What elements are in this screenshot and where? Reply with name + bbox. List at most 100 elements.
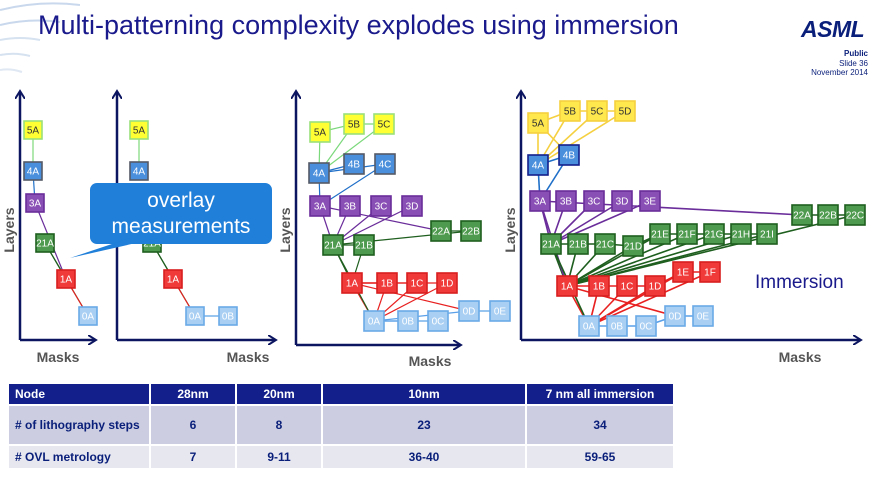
svg-text:0A: 0A [82, 312, 95, 323]
node-21H: 21H [730, 223, 752, 245]
node-5A: 5A [309, 121, 331, 143]
cell: 34 [525, 404, 675, 446]
svg-text:21E: 21E [651, 230, 669, 241]
lithography-table: Node 28nm 20nm 10nm 7 nm all immersion #… [7, 382, 675, 470]
edge-5C-4A [318, 123, 385, 174]
node-5A: 5A [527, 112, 549, 134]
svg-text:1C: 1C [411, 279, 424, 290]
x-axis-label: Masks [409, 353, 452, 369]
classification-label: Public [843, 49, 868, 58]
svg-text:22B: 22B [462, 227, 480, 238]
node-4C: 4C [374, 153, 396, 175]
node-21B: 21B [353, 234, 375, 256]
svg-text:0C: 0C [432, 317, 445, 328]
callout-line-2: measurements [111, 215, 251, 238]
node-0C: 0C [427, 310, 449, 332]
slide-number: Slide 36 [839, 59, 868, 68]
node-5C: 5C [373, 113, 395, 135]
node-22B: 22B [460, 220, 482, 242]
x-axis-label: Masks [37, 349, 80, 365]
y-axis-label: Layers [1, 207, 17, 252]
node-0B: 0B [397, 310, 419, 332]
node-4B: 4B [558, 144, 580, 166]
node-0B: 0B [606, 315, 628, 337]
edge-1A-0D [566, 285, 676, 317]
svg-text:1D: 1D [649, 282, 662, 293]
table-header-row: Node 28nm 20nm 10nm 7 nm all immersion [7, 382, 675, 406]
svg-text:3C: 3C [375, 202, 388, 213]
header-28nm: 28nm [149, 382, 237, 406]
node-3B: 3B [339, 195, 361, 217]
slide-title: Multi-patterning complexity explodes usi… [38, 10, 679, 40]
svg-text:3D: 3D [406, 202, 419, 213]
y-axis-label: Layers [277, 207, 293, 252]
node-1A: 1A [556, 275, 578, 297]
svg-text:0B: 0B [611, 322, 624, 333]
svg-text:22A: 22A [793, 211, 811, 222]
node-3A: 3A [25, 193, 45, 213]
node-0E: 0E [489, 300, 511, 322]
svg-text:0E: 0E [494, 307, 507, 318]
svg-text:21I: 21I [760, 230, 774, 241]
svg-text:4A: 4A [313, 169, 326, 180]
node-21A: 21A [322, 234, 344, 256]
svg-text:4A: 4A [27, 167, 40, 178]
node-21F: 21F [676, 223, 698, 245]
y-axis-label: Layers [502, 207, 518, 252]
svg-text:21B: 21B [355, 241, 373, 252]
svg-text:4A: 4A [532, 161, 545, 172]
node-1B: 1B [588, 275, 610, 297]
header-node: Node [7, 382, 151, 406]
svg-text:4B: 4B [563, 151, 576, 162]
node-1A: 1A [341, 272, 363, 294]
node-3C: 3C [370, 195, 392, 217]
node-3A: 3A [529, 190, 551, 212]
node-21A: 21A [35, 233, 55, 253]
svg-text:3D: 3D [616, 197, 629, 208]
svg-text:21D: 21D [624, 242, 642, 253]
cell: 6 [149, 404, 237, 446]
node-0A: 0A [578, 315, 600, 337]
overlay-measurements-callout: overlay measurements [90, 183, 272, 244]
node-1D: 1D [644, 275, 666, 297]
node-5D: 5D [614, 100, 636, 122]
svg-text:21A: 21A [542, 240, 560, 251]
decorative-swoosh [0, 2, 80, 73]
svg-text:5C: 5C [591, 107, 604, 118]
svg-text:1B: 1B [593, 282, 606, 293]
svg-text:21F: 21F [678, 230, 695, 241]
node-22B: 22B [817, 204, 839, 226]
svg-text:0C: 0C [640, 322, 653, 333]
svg-text:21C: 21C [596, 240, 614, 251]
node-4A: 4A [527, 154, 549, 176]
node-3D: 3D [611, 190, 633, 212]
header-20nm: 20nm [235, 382, 323, 406]
svg-text:1C: 1C [621, 282, 634, 293]
node-1E: 1E [672, 261, 694, 283]
svg-text:5A: 5A [133, 126, 146, 137]
edge-3A-22A [539, 200, 803, 216]
node-21B: 21B [567, 233, 589, 255]
svg-text:3B: 3B [344, 202, 357, 213]
node-22A: 22A [430, 220, 452, 242]
node-22C: 22C [844, 204, 866, 226]
callout-pointer [70, 238, 158, 258]
asml-logo: ASML [801, 16, 865, 42]
node-1A: 1A [163, 269, 183, 289]
svg-text:5A: 5A [314, 128, 327, 139]
cell: 23 [321, 404, 527, 446]
cell: 59-65 [525, 444, 675, 470]
node-3A: 3A [309, 195, 331, 217]
svg-text:1E: 1E [677, 268, 690, 279]
table-row: # of lithography steps 6 8 23 34 [7, 404, 675, 446]
node-0D: 0D [664, 305, 686, 327]
node-5B: 5B [343, 113, 365, 135]
node-21G: 21G [703, 223, 725, 245]
node-0D: 0D [458, 300, 480, 322]
svg-text:22C: 22C [846, 211, 864, 222]
edge-22C-1A [566, 214, 856, 287]
node-3B: 3B [555, 190, 577, 212]
node-0E: 0E [692, 305, 714, 327]
node-5A: 5A [23, 120, 43, 140]
svg-text:21A: 21A [36, 239, 54, 250]
